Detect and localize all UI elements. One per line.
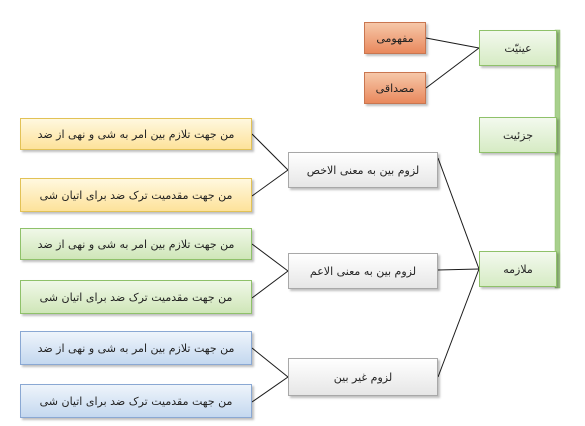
connector-molazeme-akhass <box>437 157 480 270</box>
node-aam: لزوم بین به معنی الاعم <box>288 253 438 289</box>
node-joziyat-label: جزئیت <box>502 128 534 142</box>
leaf-akhass-2-label: من جهت مقدمیت ترک ضد برای اتیان شی <box>39 188 233 202</box>
node-aam-label: لزوم بین به معنی الاعم <box>309 264 417 278</box>
leaf-gheyr-1-label: من جهت تلازم بین امر به شی و نهی از ضد <box>37 341 235 355</box>
spine-bar <box>554 29 561 289</box>
connector-aam-leaf2 <box>251 270 289 299</box>
node-molazeme-label: ملازمه <box>503 262 533 276</box>
connector-gheyr-leaf1 <box>251 347 289 378</box>
node-mafhumi-label: مفهومی <box>376 31 414 45</box>
connector-molazeme-gheyr <box>437 268 480 378</box>
node-molazeme: ملازمه <box>479 251 557 287</box>
connector-eyniyat-mesdaqi <box>425 47 480 89</box>
node-eyniyat-label: عینیّت <box>504 41 532 55</box>
leaf-gheyr-2-label: من جهت مقدمیت ترک ضد برای اتیان شی <box>39 394 233 408</box>
node-akhass: لزوم بین به معنی الاخص <box>288 152 438 188</box>
leaf-aam-1-label: من جهت تلازم بین امر به شی و نهی از ضد <box>37 237 235 251</box>
leaf-aam-2-label: من جهت مقدمیت ترک ضد برای اتیان شی <box>39 290 233 304</box>
node-akhass-label: لزوم بین به معنی الاخص <box>306 163 420 177</box>
node-gheyr-bayyen-label: لزوم غیر بین <box>333 370 393 384</box>
connector-molazeme-aam <box>437 268 480 271</box>
node-mesdaqi-label: مصداقی <box>375 81 415 95</box>
node-gheyr-bayyen: لزوم غیر بین <box>288 358 438 396</box>
leaf-akhass-1-label: من جهت تلازم بین امر به شی و نهی از ضد <box>37 127 235 141</box>
leaf-akhass-1: من جهت تلازم بین امر به شی و نهی از ضد <box>20 118 252 150</box>
leaf-aam-2: من جهت مقدمیت ترک ضد برای اتیان شی <box>20 280 252 314</box>
connector-eyniyat-mafhumi <box>425 37 480 49</box>
leaf-gheyr-2: من جهت مقدمیت ترک ضد برای اتیان شی <box>20 384 252 418</box>
node-joziyat: جزئیت <box>479 117 557 153</box>
connector-akhass-leaf2 <box>251 169 289 197</box>
node-eyniyat: عینیّت <box>479 30 557 66</box>
node-mafhumi: مفهومی <box>364 22 426 54</box>
leaf-akhass-2: من جهت مقدمیت ترک ضد برای اتیان شی <box>20 178 252 212</box>
connector-akhass-leaf1 <box>251 133 289 171</box>
leaf-gheyr-1: من جهت تلازم بین امر به شی و نهی از ضد <box>20 331 252 365</box>
leaf-aam-1: من جهت تلازم بین امر به شی و نهی از ضد <box>20 228 252 260</box>
node-mesdaqi: مصداقی <box>364 72 426 104</box>
connector-gheyr-leaf2 <box>251 376 289 403</box>
connector-aam-leaf1 <box>251 243 289 272</box>
